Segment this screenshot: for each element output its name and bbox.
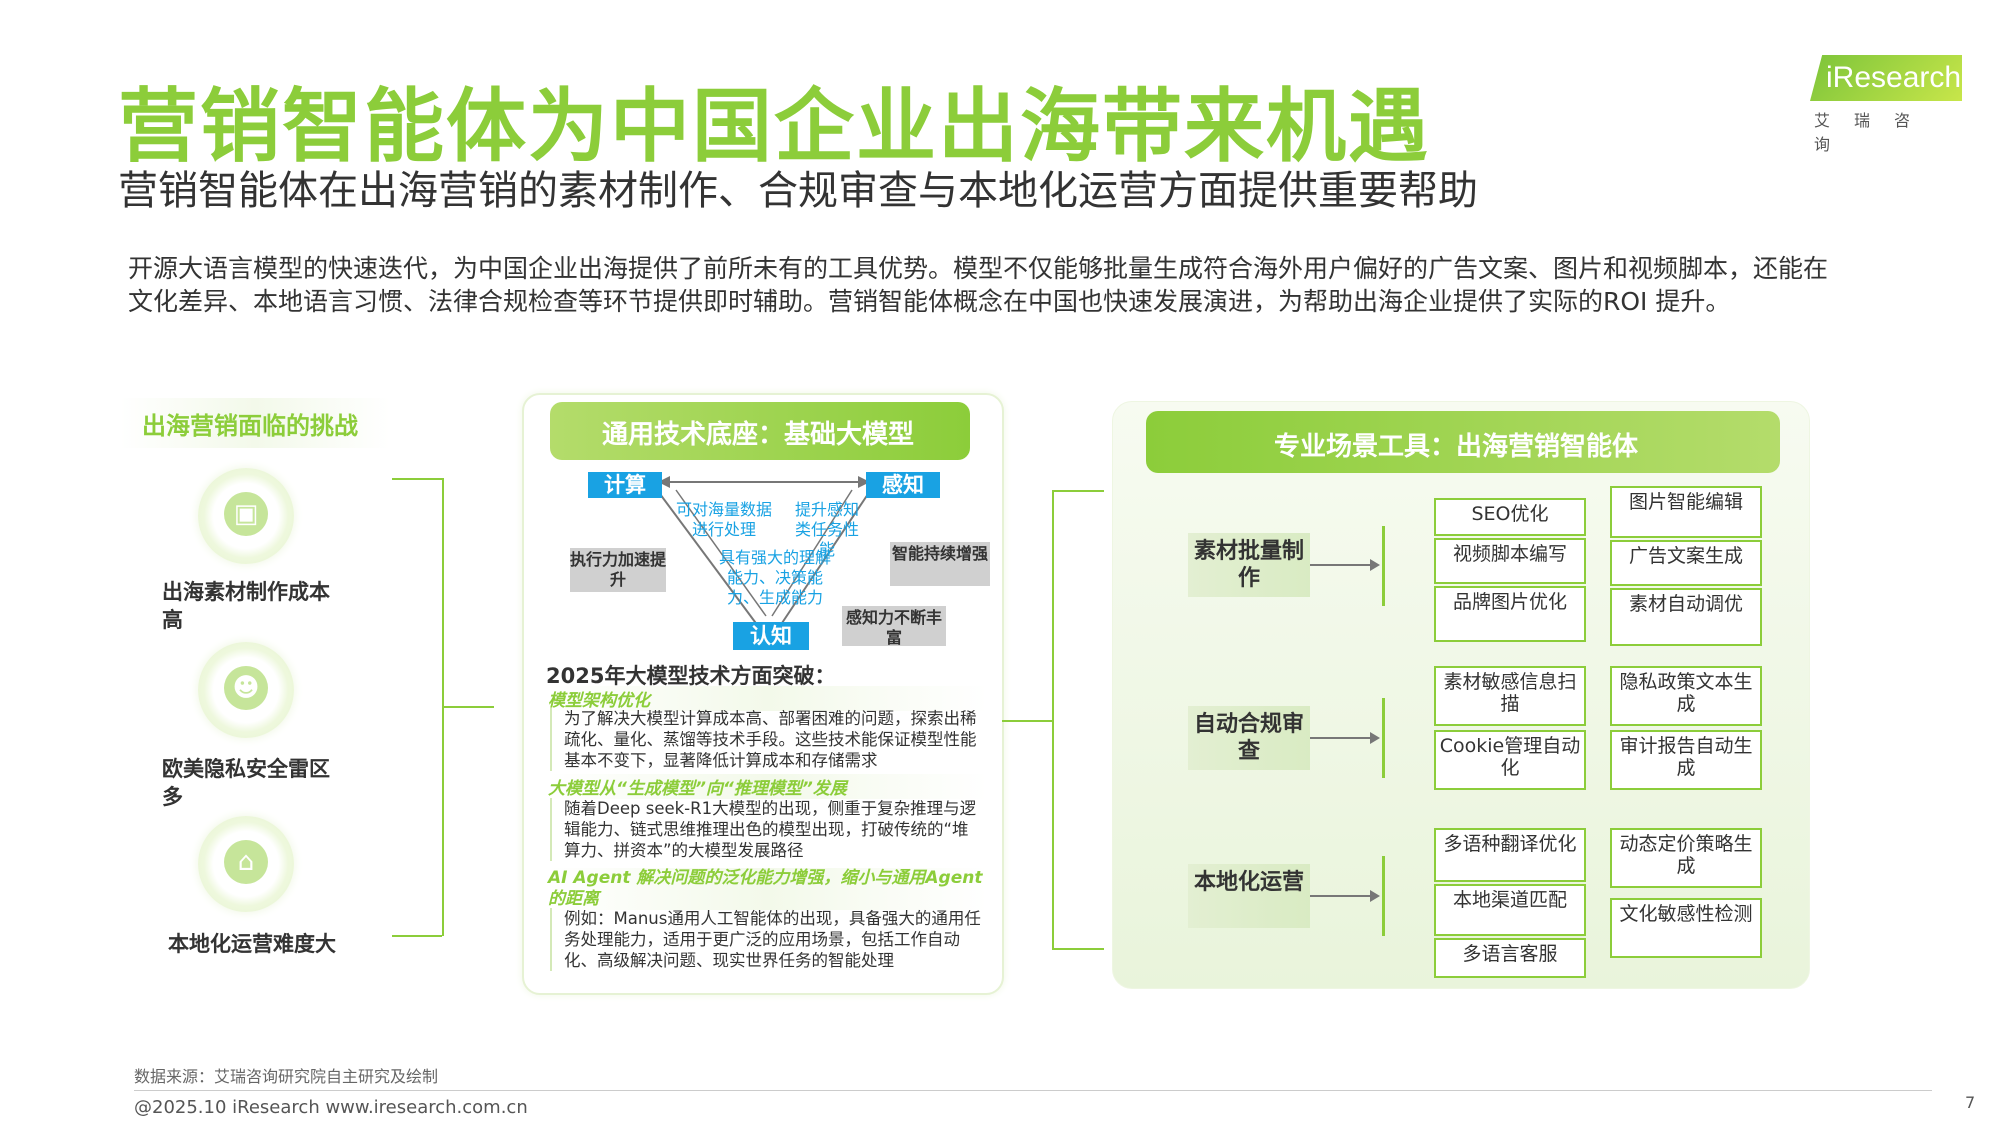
group-divider xyxy=(1382,856,1385,936)
tool-sensitive-scan: 素材敏感信息扫描 xyxy=(1434,666,1586,726)
section-title-agent: AI Agent 解决问题的泛化能力增强，缩小与通用Agent的距离 xyxy=(548,868,988,910)
tool-ad-copy: 广告文案生成 xyxy=(1610,540,1762,586)
basket-icon-circle: ⌂ xyxy=(198,816,294,912)
category-material-production: 素材批量制作 xyxy=(1188,533,1310,597)
tool-material-tuning: 素材自动调优 xyxy=(1610,588,1762,646)
connector-line xyxy=(392,478,442,480)
label-understanding: 具有强大的理解能力、决策能力、生成能力 xyxy=(718,548,831,607)
tool-dynamic-pricing: 动态定价策略生成 xyxy=(1610,828,1762,888)
tool-cookie: Cookie管理自动化 xyxy=(1434,730,1586,790)
section-text-reasoning: 随着Deep seek-R1大模型的出现，侧重于复杂推理与逻辑能力、链式思维推理… xyxy=(550,798,984,861)
iresearch-logo: iResearch 艾瑞咨询 xyxy=(1810,55,1968,155)
label-mass-data: 可对海量数据进行处理 xyxy=(675,500,772,539)
section-title-architecture: 模型架构优化 xyxy=(548,686,988,711)
arrow-head-icon xyxy=(1370,890,1380,902)
data-source: 数据来源：艾瑞咨询研究院自主研究及绘制 xyxy=(134,1067,439,1086)
foundation-model-heading: 通用技术底座：基础大模型 xyxy=(550,402,970,460)
breakthrough-title: 2025年大模型技术方面突破： xyxy=(546,664,836,688)
challenge-item-privacy: 欧美隐私安全雷区多 xyxy=(162,757,330,809)
page-subtitle: 营销智能体在出海营销的素材制作、合规审查与本地化运营方面提供重要帮助 xyxy=(118,168,1478,214)
tool-seo: SEO优化 xyxy=(1434,498,1586,536)
footer-copyright: @2025.10 iResearch www.iresearch.com.cn xyxy=(134,1097,528,1118)
logo-text: iResearch xyxy=(1826,61,1962,94)
node-compute: 计算 xyxy=(588,472,662,498)
arrow-line xyxy=(1310,737,1372,739)
page-number: 7 xyxy=(1965,1093,1976,1112)
tool-cultural-sensitivity: 文化敏感性检测 xyxy=(1610,898,1762,958)
tool-brand-image: 品牌图片优化 xyxy=(1434,586,1586,642)
section-text-architecture: 为了解决大模型计算成本高、部署困难的问题，探索出稀疏化、量化、蒸馏等技术手段。这… xyxy=(550,708,984,771)
challenges-heading: 出海营销面临的挑战 xyxy=(120,398,390,448)
arrow-line xyxy=(1310,895,1372,897)
connector-line xyxy=(444,706,494,708)
label-execution: 执行力加速提升 xyxy=(570,548,666,592)
group-divider xyxy=(1382,526,1385,606)
person-icon-circle: ☻ xyxy=(198,642,294,738)
tool-privacy-policy: 隐私政策文本生成 xyxy=(1610,666,1762,726)
logo-subtext: 艾瑞咨询 xyxy=(1814,111,1935,154)
label-perception: 感知力不断丰富 xyxy=(842,606,946,647)
tool-audit-report: 审计报告自动生成 xyxy=(1610,730,1762,790)
person-icon: ☻ xyxy=(224,666,268,710)
triangle-diagram xyxy=(658,476,870,627)
arrow-head-icon xyxy=(1370,732,1380,744)
challenge-item-cost: 出海素材制作成本高 xyxy=(162,580,330,632)
intro-paragraph: 开源大语言模型的快速迭代，为中国企业出海提供了前所未有的工具优势。模型不仅能够批… xyxy=(128,254,1829,316)
group-divider xyxy=(1382,698,1385,778)
marketing-agent-heading: 专业场景工具：出海营销智能体 xyxy=(1146,411,1780,473)
challenge-item-localization: 本地化运营难度大 xyxy=(168,932,336,956)
section-title-reasoning: 大模型从“生成模型”向“推理模型”发展 xyxy=(548,774,988,799)
node-perceive: 感知 xyxy=(866,472,940,498)
briefcase-icon: ▣ xyxy=(224,492,268,536)
arrow-head-icon xyxy=(1370,559,1380,571)
connector-line xyxy=(1052,490,1104,492)
category-compliance: 自动合规审查 xyxy=(1188,706,1310,770)
label-intelligence: 智能持续增强 xyxy=(890,542,990,586)
tool-channel-match: 本地渠道匹配 xyxy=(1434,884,1586,936)
arrow-line xyxy=(1310,564,1372,566)
connector-line xyxy=(1052,948,1104,950)
connector-line xyxy=(392,935,442,937)
basket-icon: ⌂ xyxy=(224,840,268,884)
tool-customer-service: 多语言客服 xyxy=(1434,938,1586,978)
connector-line xyxy=(1002,720,1052,722)
connector-line xyxy=(1052,490,1054,950)
connector-line xyxy=(442,478,444,936)
label-task-performance: 提升感知类任务性能 xyxy=(794,500,859,559)
category-localization: 本地化运营 xyxy=(1188,864,1310,928)
page-title: 营销智能体为中国企业出海带来机遇 xyxy=(118,80,1430,173)
node-cognition: 认知 xyxy=(733,622,809,650)
briefcase-icon-circle: ▣ xyxy=(198,468,294,564)
tool-image-edit: 图片智能编辑 xyxy=(1610,486,1762,538)
footer-divider xyxy=(134,1090,1932,1091)
section-text-agent: 例如：Manus通用人工智能体的出现，具备强大的通用任务处理能力，适用于更广泛的… xyxy=(550,908,984,971)
tool-video-script: 视频脚本编写 xyxy=(1434,538,1586,584)
tool-translation: 多语种翻译优化 xyxy=(1434,828,1586,882)
